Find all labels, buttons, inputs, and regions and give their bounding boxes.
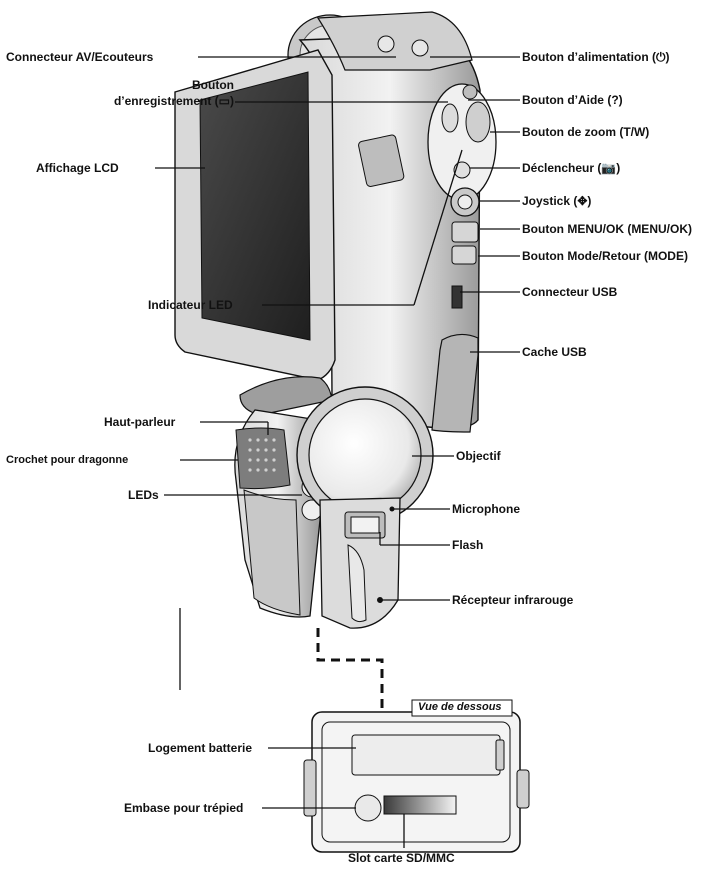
label-battery-slot: Logement batterie bbox=[148, 741, 253, 755]
front-camera bbox=[234, 376, 434, 629]
top-camera bbox=[174, 11, 497, 433]
label-usb-connector: Connecteur USB bbox=[522, 285, 618, 299]
label-microphone: Microphone bbox=[452, 502, 520, 516]
label-help-button: Bouton d’Aide (?) bbox=[522, 93, 623, 107]
label-zoom-button: Bouton de zoom (T/W) bbox=[522, 125, 650, 139]
label-strap-hook: Crochet pour dragonne bbox=[6, 454, 129, 466]
label-sd-slot: Slot carte SD/MMC bbox=[348, 851, 455, 865]
label-joystick: Joystick (✥) bbox=[522, 194, 592, 208]
label-usb-cover: Cache USB bbox=[522, 345, 587, 359]
label-record-button-line1: Bouton bbox=[192, 78, 234, 92]
label-menu-ok-button: Bouton MENU/OK (MENU/OK) bbox=[522, 222, 692, 236]
label-lcd-display: Affichage LCD bbox=[36, 161, 119, 175]
label-mode-return-button: Bouton Mode/Retour (MODE) bbox=[522, 249, 688, 263]
label-leds: LEDs bbox=[128, 488, 159, 502]
leader-lines bbox=[155, 56, 520, 848]
label-bottom-view: Vue de dessous bbox=[418, 701, 502, 713]
label-tripod-socket: Embase pour trépied bbox=[124, 801, 244, 815]
label-record-button-line2: d’enregistrement (▭) bbox=[113, 94, 234, 108]
label-led-indicator: Indicateur LED bbox=[148, 298, 233, 312]
label-lens: Objectif bbox=[456, 449, 501, 463]
bottom-camera bbox=[303, 711, 530, 853]
label-speaker: Haut-parleur bbox=[104, 415, 176, 429]
label-power-button: Bouton d’alimentation (⏻) bbox=[522, 50, 670, 64]
label-av-connector: Connecteur AV/Ecouteurs bbox=[6, 50, 154, 64]
label-ir-receiver: Récepteur infrarouge bbox=[452, 593, 574, 607]
label-flash: Flash bbox=[452, 538, 484, 552]
label-shutter: Déclencheur (📷) bbox=[522, 161, 621, 175]
